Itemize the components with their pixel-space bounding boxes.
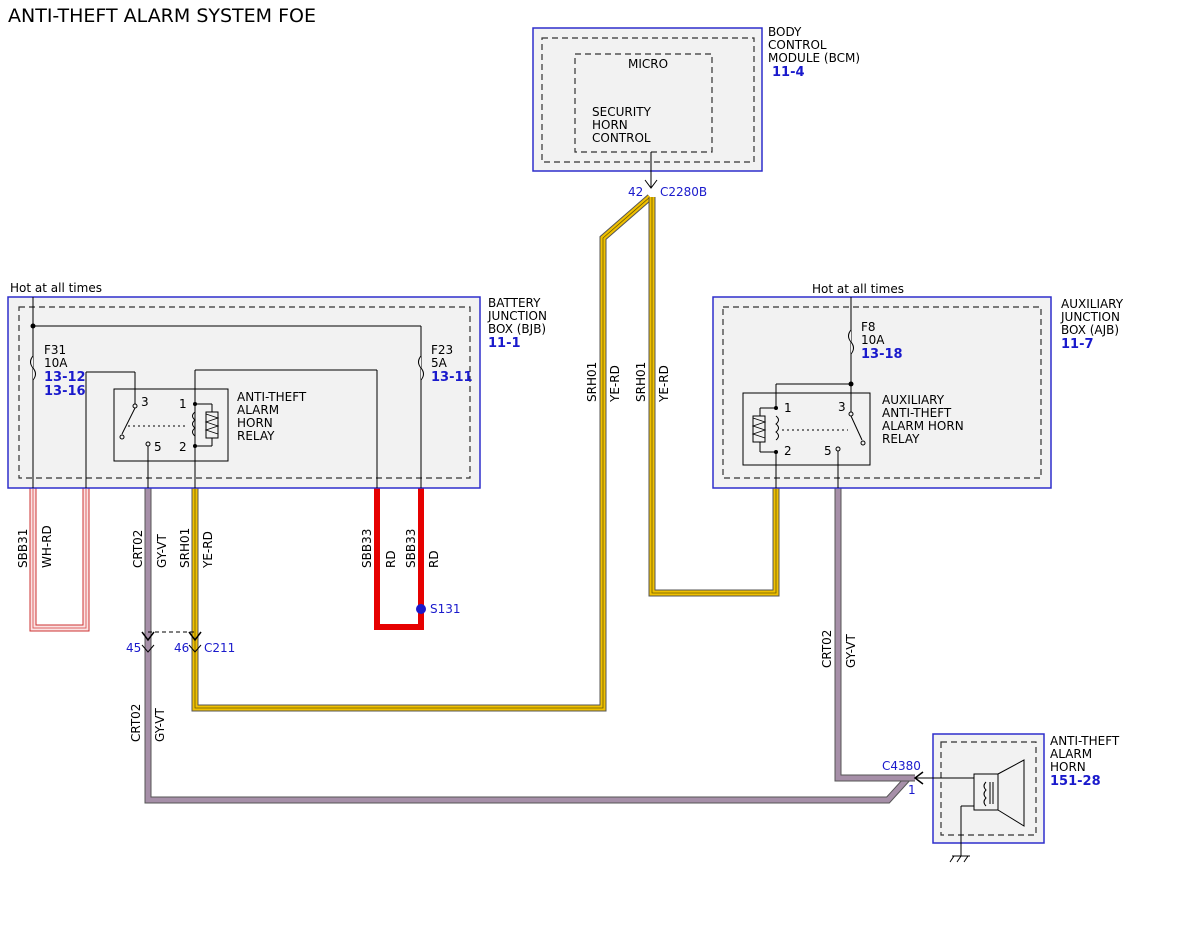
- wire-srh01-ajb: [648, 197, 780, 597]
- label-srh01-2: SRH01: [585, 362, 599, 402]
- f23-amp: 5A: [431, 356, 448, 370]
- label-srh01-3: SRH01: [634, 362, 648, 402]
- bjb-relay-label-3: HORN: [237, 416, 273, 430]
- ajb-ref: 11-7: [1061, 337, 1094, 352]
- bcm-module: MICRO SECURITY HORN CONTROL BODY CONTROL…: [532, 25, 860, 199]
- ajb-relay-pin-5: 5: [824, 444, 832, 458]
- f23-ref: 13-11: [431, 370, 473, 385]
- bjb-relay-label-4: RELAY: [237, 429, 275, 443]
- bcm-connector: C2280B: [660, 185, 707, 199]
- bjb-hot-label: Hot at all times: [10, 281, 102, 295]
- c211-pin-46: 46: [174, 641, 189, 655]
- label-crt02-1: CRT02: [131, 530, 145, 568]
- c211-label: C211: [204, 641, 235, 655]
- horn-connector: C4380: [882, 759, 921, 773]
- wire-crt02-bjb: [144, 488, 911, 804]
- alarm-horn: C4380 1 ANTI-THEFT ALARM HORN 151-28: [882, 733, 1120, 863]
- ajb-relay-pin-1: 1: [784, 401, 792, 415]
- label-gy-vt-3: GY-VT: [844, 634, 858, 668]
- label-crt02-2: CRT02: [129, 704, 143, 742]
- bcm-name-2: CONTROL: [768, 38, 827, 52]
- horn-pin: 1: [908, 783, 916, 797]
- f23-name: F23: [431, 343, 453, 357]
- bjb-relay-pin-2: 2: [179, 440, 187, 454]
- f8-ref: 13-18: [861, 347, 903, 362]
- ajb-relay-label-4: RELAY: [882, 432, 920, 446]
- bcm-pin: 42: [628, 185, 643, 199]
- bjb-name-1: BATTERY: [488, 296, 541, 310]
- horn-ref: 151-28: [1050, 774, 1101, 789]
- wire-crt02-ajb: [834, 488, 915, 782]
- bcm-micro-label: MICRO: [628, 57, 668, 71]
- bjb-relay-pin-3: 3: [141, 395, 149, 409]
- ajb-module: Hot at all times F8 10A 13-18 1 2 3 5: [712, 282, 1124, 489]
- f31-ref-2: 13-16: [44, 384, 86, 399]
- wire-srh01-bjb: [191, 194, 653, 712]
- c211-pin-45: 45: [126, 641, 141, 655]
- ajb-relay-label-1: AUXILIARY: [882, 393, 945, 407]
- bjb-relay-label-1: ANTI-THEFT: [237, 390, 307, 404]
- f8-amp: 10A: [861, 333, 885, 347]
- bcm-name-3: MODULE (BCM): [768, 51, 860, 65]
- f8-name: F8: [861, 320, 876, 334]
- ajb-relay-pin-2: 2: [784, 444, 792, 458]
- horn-name-3: HORN: [1050, 760, 1086, 774]
- bjb-name-2: JUNCTION: [487, 309, 547, 323]
- label-ye-rd-3: YE-RD: [657, 365, 671, 403]
- label-gy-vt-1: GY-VT: [155, 534, 169, 568]
- bcm-name-1: BODY: [768, 25, 802, 39]
- f31-ref-1: 13-12: [44, 370, 86, 385]
- label-crt02-3: CRT02: [820, 630, 834, 668]
- bjb-module: Hot at all times F31 10A 13-12 13-16 F23…: [7, 281, 547, 489]
- label-wh-rd: WH-RD: [40, 525, 54, 568]
- label-ye-rd-1: YE-RD: [201, 531, 215, 569]
- bjb-relay-label-2: ALARM: [237, 403, 279, 417]
- ajb-name-1: AUXILIARY: [1061, 297, 1124, 311]
- diagram-title: ANTI-THEFT ALARM SYSTEM FOE: [8, 5, 316, 27]
- label-srh01-1: SRH01: [178, 528, 192, 568]
- splice-label: S131: [430, 602, 461, 616]
- bcm-ctrl-label-1: SECURITY: [592, 105, 652, 119]
- horn-name-2: ALARM: [1050, 747, 1092, 761]
- label-gy-vt-2: GY-VT: [153, 708, 167, 742]
- connector-c211: 45 46 C211: [126, 631, 235, 655]
- splice-s131: S131: [416, 602, 461, 616]
- bjb-relay-pin-5: 5: [154, 440, 162, 454]
- f31-amp: 10A: [44, 356, 68, 370]
- label-sbb33-2: SBB33: [404, 529, 418, 568]
- ajb-relay-pin-3: 3: [838, 400, 846, 414]
- ajb-relay-label-2: ANTI-THEFT: [882, 406, 952, 420]
- bcm-ctrl-label-2: HORN: [592, 118, 628, 132]
- ajb-name-2: JUNCTION: [1060, 310, 1120, 324]
- label-sbb33-1: SBB33: [360, 529, 374, 568]
- ajb-name-3: BOX (AJB): [1061, 323, 1119, 337]
- bjb-relay-pin-1: 1: [179, 397, 187, 411]
- ajb-relay-label-3: ALARM HORN: [882, 419, 964, 433]
- bjb-name-3: BOX (BJB): [488, 322, 546, 336]
- wire-sbb33: [374, 488, 424, 630]
- label-sbb31: SBB31: [16, 529, 30, 568]
- label-ye-rd-2: YE-RD: [608, 365, 622, 403]
- label-rd-1: RD: [384, 550, 398, 568]
- label-rd-2: RD: [427, 550, 441, 568]
- bjb-ref: 11-1: [488, 336, 521, 351]
- f31-name: F31: [44, 343, 66, 357]
- bcm-ctrl-label-3: CONTROL: [592, 131, 651, 145]
- horn-name-1: ANTI-THEFT: [1050, 734, 1120, 748]
- ajb-hot-label: Hot at all times: [812, 282, 904, 296]
- wire-sbb31: [29, 488, 90, 632]
- bcm-ref: 11-4: [772, 65, 805, 80]
